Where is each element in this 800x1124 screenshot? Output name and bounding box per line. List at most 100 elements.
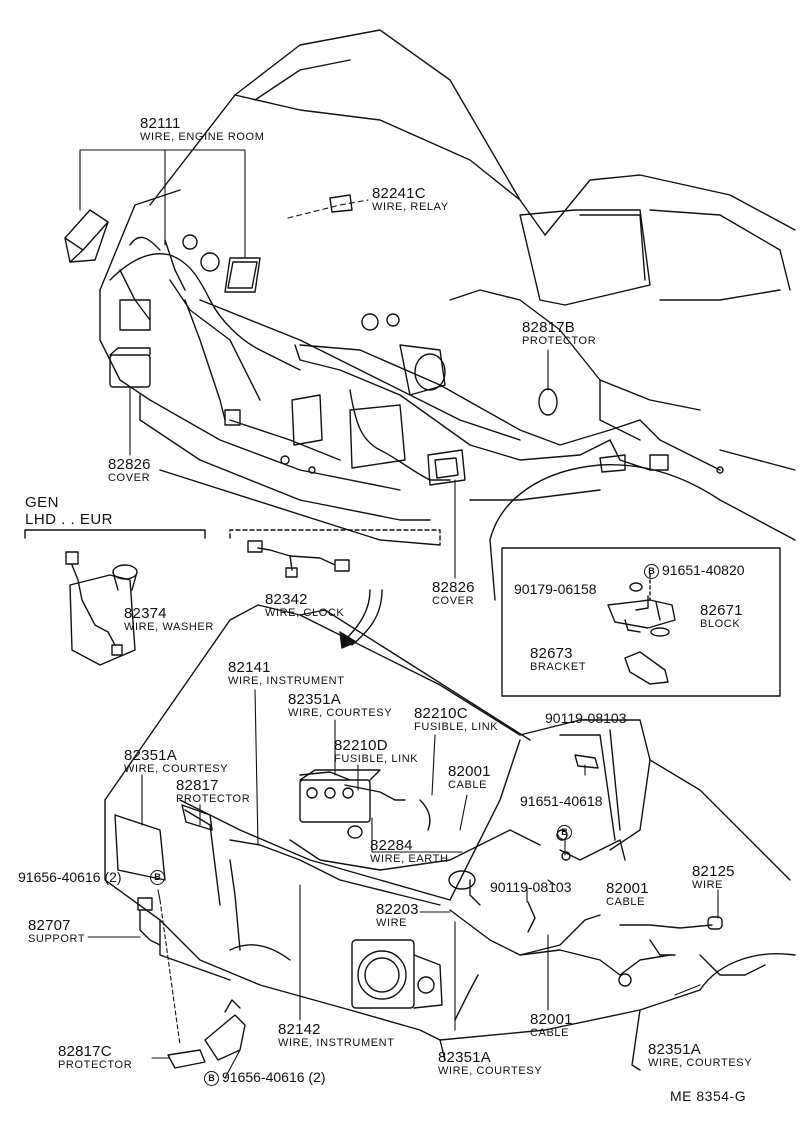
part-name: BLOCK (700, 618, 741, 630)
callout-bracket: 82673 BRACKET (530, 646, 586, 673)
callout-protector-c: 82817C PROTECTOR (58, 1044, 132, 1071)
bolt-icon: B (204, 1070, 219, 1086)
wire-engine-room-harness (109, 236, 721, 481)
part-number: 82673 (530, 645, 573, 662)
part-number: 82671 (700, 602, 743, 619)
part-number: 82817C (58, 1043, 112, 1060)
callout-wire-courtesy-right: 82351A WIRE, COURTESY (648, 1042, 752, 1069)
part-name: WIRE, COURTESY (288, 707, 393, 719)
part-name: CABLE (606, 896, 646, 908)
part-number: 82001 (530, 1011, 573, 1028)
callout-cover-right: 82826 COVER (432, 580, 475, 607)
part-name: PROTECTOR (176, 793, 251, 805)
callout-wire-82125: 82125 WIRE (692, 864, 735, 891)
part-name: WIRE, COURTESY (438, 1065, 543, 1077)
upper-leader-lines (79, 149, 549, 579)
part-number: 82707 (28, 917, 71, 934)
part-name: WIRE, CLOCK (265, 607, 345, 619)
part-name: WIRE, RELAY (372, 201, 449, 213)
part-name: PROTECTOR (58, 1059, 133, 1071)
region-line-2: LHD . . EUR (25, 511, 114, 529)
fastener-90179-06158: 90179-06158 (514, 582, 597, 596)
part-number: 82210C (414, 705, 468, 722)
callout-wire-clock: 82342 WIRE, CLOCK (265, 592, 344, 619)
part-name: WIRE, EARTH (370, 853, 449, 865)
clock-wire (247, 540, 350, 578)
fastener-label: 90119-08103 (545, 710, 627, 726)
callout-support: 82707 SUPPORT (28, 918, 85, 945)
bolt-marker-91656: B (150, 869, 168, 885)
part-number: 82284 (370, 837, 413, 854)
part-name: WIRE, COURTESY (648, 1057, 753, 1069)
part-name: WIRE, ENGINE ROOM (140, 131, 265, 143)
bolt-marker-91651: B (557, 824, 575, 840)
callout-cover-left: 82826 COVER (108, 457, 151, 484)
callout-wire-relay: 82241C WIRE, RELAY (372, 186, 449, 213)
part-name: WIRE, COURTESY (124, 763, 229, 775)
engine-room-components (64, 194, 724, 486)
callout-fusible-link-d: 82210D FUSIBLE, LINK (334, 738, 418, 765)
part-name: CABLE (448, 779, 488, 791)
direction-arrows (339, 589, 383, 649)
callout-wire-earth: 82284 WIRE, EARTH (370, 838, 449, 865)
part-number: 82374 (124, 605, 167, 622)
bolt-icon: B (644, 563, 659, 579)
part-number: 82111 (140, 115, 181, 132)
part-number: 82001 (448, 763, 491, 780)
part-number: 82210D (334, 737, 388, 754)
figure-code: ME 8354-G (670, 1088, 747, 1104)
region-bracket (24, 529, 441, 546)
callout-wire-instrument-bottom: 82142 WIRE, INSTRUMENT (278, 1022, 395, 1049)
instrument-panel-body (104, 604, 796, 1071)
part-number: 82351A (648, 1041, 701, 1058)
callout-protector: 82817 PROTECTOR (176, 778, 250, 805)
callout-wire-82203: 82203 WIRE (376, 902, 419, 929)
part-name: CABLE (530, 1027, 570, 1039)
callout-fusible-link-c: 82210C FUSIBLE, LINK (414, 706, 498, 733)
part-number: 82001 (606, 880, 649, 897)
part-number: 82817 (176, 777, 219, 794)
engine-room-body (99, 29, 796, 601)
part-name: WIRE, WASHER (124, 621, 214, 633)
part-number: 82817B (522, 319, 575, 336)
fastener-label: 91651-40618 (520, 793, 603, 809)
fastener-label: 90119-08103 (490, 879, 572, 895)
part-number: 82241C (372, 185, 426, 202)
fastener-91656-40616-left: 91656-40616 (2) (18, 870, 122, 884)
part-name: FUSIBLE, LINK (414, 721, 499, 733)
fastener-90119-08103-mid: 90119-08103 (490, 880, 571, 894)
fastener-label: 91656-40616 (2) (18, 869, 122, 885)
part-name: PROTECTOR (522, 335, 597, 347)
part-name: WIRE (692, 879, 724, 891)
callout-wire-courtesy-bottom: 82351A WIRE, COURTESY (438, 1050, 542, 1077)
bolt-icon: B (557, 824, 572, 840)
part-number: 82351A (438, 1049, 491, 1066)
fastener-91651-40618: 91651-40618 (520, 794, 603, 808)
callout-wire-instrument-top: 82141 WIRE, INSTRUMENT (228, 660, 345, 687)
part-name: COVER (432, 595, 475, 607)
callout-block: 82671 BLOCK (700, 603, 743, 630)
part-name: BRACKET (530, 661, 587, 673)
part-number: 82141 (228, 659, 271, 676)
callout-cable-right: 82001 CABLE (606, 881, 649, 908)
callout-wire-courtesy-center: 82351A WIRE, COURTESY (288, 692, 392, 719)
part-name: WIRE, INSTRUMENT (228, 675, 345, 687)
region-label: GEN LHD . . EUR (25, 494, 113, 529)
callout-wire-courtesy-left: 82351A WIRE, COURTESY (124, 748, 228, 775)
part-number: 82342 (265, 591, 308, 608)
lower-leader-lines (87, 689, 719, 1079)
callout-protector-b: 82817B PROTECTOR (522, 320, 596, 347)
inset-box (501, 547, 781, 697)
instrument-wiring (229, 771, 766, 1021)
callout-wire-washer: 82374 WIRE, WASHER (124, 606, 214, 633)
part-number: 82351A (124, 747, 177, 764)
part-name: WIRE (376, 917, 408, 929)
part-name: FUSIBLE, LINK (334, 753, 419, 765)
fastener-label: 91651-40820 (662, 562, 745, 578)
callout-cable-lower: 82001 CABLE (530, 1012, 573, 1039)
bolt-icon: B (150, 869, 165, 885)
headlamp (351, 939, 443, 1009)
